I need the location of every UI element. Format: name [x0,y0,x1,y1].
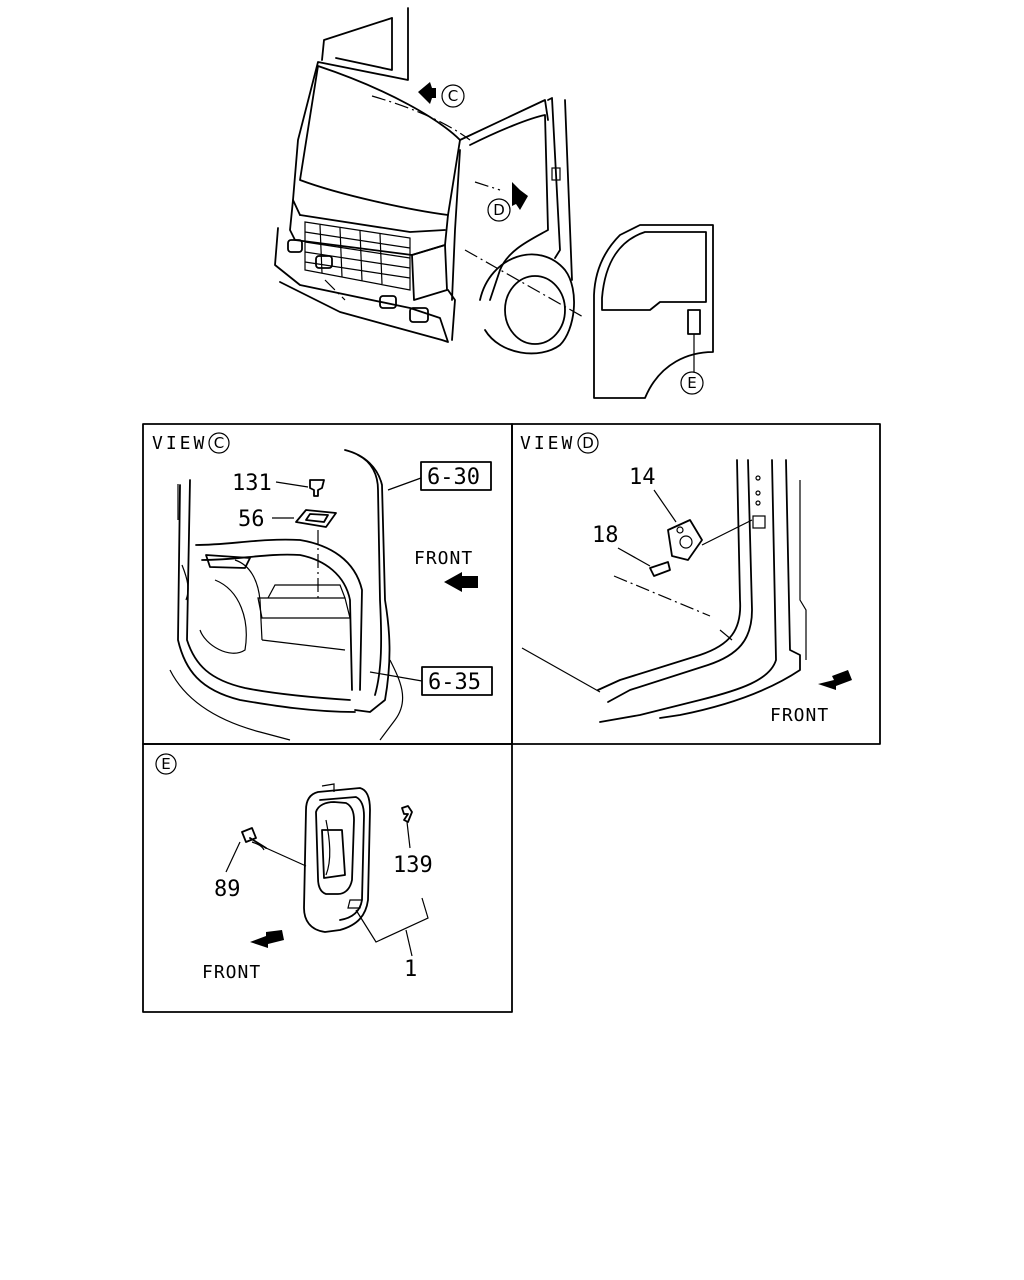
view-c-panel: VIEW C 131 56 6-30 6-35 [152,432,493,741]
view-c-front-label: FRONT [414,548,473,569]
view-e-panel: E 89 139 1 FRONT [155,753,433,983]
view-e-front-label: FRONT [202,962,261,983]
view-e-front-arrow [250,930,284,948]
part-1-label: 1 [404,957,417,982]
view-d-title-marker: D [582,434,594,452]
view-d-title: VIEW [520,433,575,454]
ref-6-30-box [420,461,492,491]
overview-marker-d: D [493,201,505,219]
panel-view-e-frame [142,743,513,1013]
overview-marker-e: E [687,374,696,392]
view-d-front-label: FRONT [770,705,829,726]
part-18-label: 18 [592,523,619,548]
view-d-title-circle [577,432,599,454]
view-c-title-marker: C [214,434,224,452]
part-56-label: 56 [238,507,265,532]
truck-cab-overview: C D [274,7,586,355]
door-overview: E [593,224,714,399]
view-d-marker-circle [487,198,511,222]
panel-view-d-frame [511,423,881,745]
view-c-marker-circle [441,84,465,108]
part-14-label: 14 [629,465,656,490]
part-139-label: 139 [393,853,433,878]
view-d-panel: VIEW D 14 18 FRONT [520,432,852,726]
view-c-title-circle [208,432,230,454]
ref-6-30-label: 6-30 [427,465,480,490]
part-89-label: 89 [214,877,241,902]
ref-6-35-label: 6-35 [428,670,481,695]
view-d-front-arrow [818,670,852,690]
view-e-title-marker: E [161,755,170,773]
overview-marker-c: C [448,87,458,105]
part-131-label: 131 [232,471,272,496]
view-e-marker-circle [680,371,704,395]
view-c-title: VIEW [152,433,207,454]
view-c-front-arrow [444,572,478,592]
view-e-title-circle [155,753,177,775]
